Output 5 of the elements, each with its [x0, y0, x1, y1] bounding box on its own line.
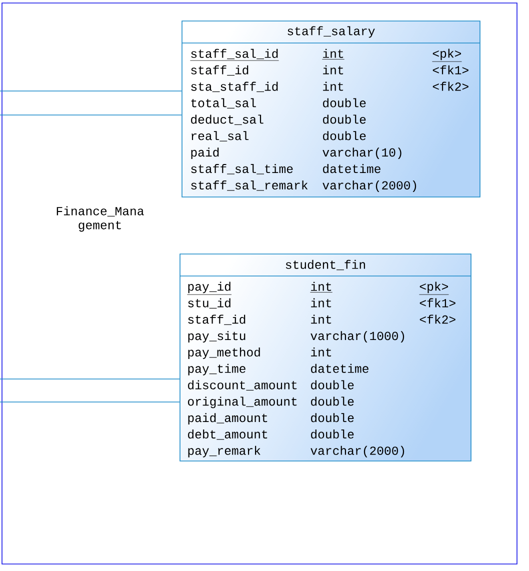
relation-line — [0, 378, 180, 380]
relation-line — [0, 114, 182, 116]
entity-table: staff_salary staff_sal_id int <pk> staff_id int <fk1> sta_staff_id int <fk2> total_sal double deduct_sal double real_sal double paid varchar(10) staff_sal_time datetime staff_sal_remark varchar(2000) — [182, 20, 480, 198]
entity-table: student_fin pay_id int <pk> stu_id int <fk1> staff_id int <fk2> pay_situ varchar(1000) pay_method int pay_time datetime discount_amount double original_amount double paid_amount double debt_amount double pay_remark varchar(2000) — [180, 254, 472, 462]
relation-line — [0, 90, 182, 92]
